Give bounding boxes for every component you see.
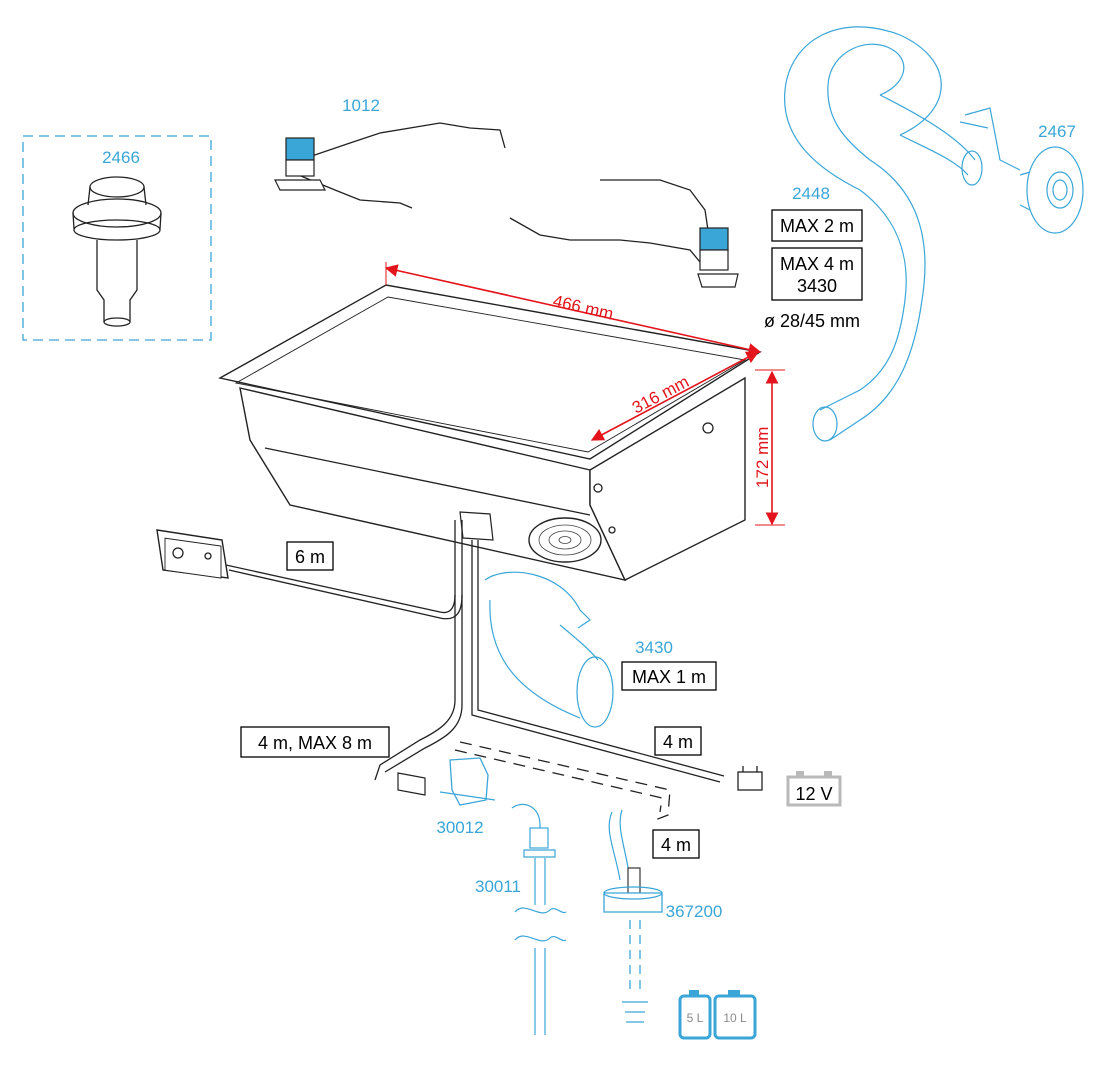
part-30011-label: 30011 <box>475 877 521 896</box>
max-4m-part-label: 3430 <box>797 276 837 296</box>
hose-4m-label: 4 m <box>661 835 691 855</box>
pipe-diameter-label: ø 28/45 mm <box>764 311 860 331</box>
max-1m-label: MAX 1 m <box>632 667 706 687</box>
part-1012-label: 1012 <box>342 96 380 115</box>
hose-4m-box <box>652 829 700 859</box>
part-30012-label: 30012 <box>436 818 483 837</box>
part-2466-label: 2466 <box>102 148 140 167</box>
fuse-holder <box>737 766 763 791</box>
max-4m-box <box>771 247 863 301</box>
max-1m-box <box>621 661 717 691</box>
cable-4m-8m-label: 4 m, MAX 8 m <box>258 733 372 753</box>
battery-icon <box>786 771 842 807</box>
main-unit <box>218 284 762 581</box>
glow-plug-1012 <box>274 122 506 209</box>
cable-harness <box>225 520 725 823</box>
exhaust-through-hull-2467 <box>959 107 1084 234</box>
wire-4m-box <box>654 726 702 756</box>
fuel-tank-10l-icon <box>713 990 757 1040</box>
height-dimension-label: 172 mm <box>753 427 772 488</box>
part-2467-label: 2467 <box>1038 122 1076 141</box>
cable-6m-box <box>286 541 334 571</box>
fuel-tank-5l-icon <box>678 990 712 1040</box>
cable-6m-label: 6 m <box>295 547 325 567</box>
tank-10l-label: 10 L <box>723 1011 747 1025</box>
control-panel <box>156 529 229 579</box>
exhaust-pipe-2448 <box>784 26 983 442</box>
max-2m-box <box>771 209 863 242</box>
part-3430-label: 3430 <box>635 638 673 657</box>
wire-4m-label: 4 m <box>663 732 693 752</box>
cable-4m-8m-box <box>240 726 390 758</box>
fuel-pump-30012 <box>397 757 496 806</box>
tank-5l-label: 5 L <box>687 1011 704 1025</box>
part-2448-label: 2448 <box>792 184 830 203</box>
glow-plug-pair <box>509 179 739 288</box>
intake-elbow-3430 <box>484 571 614 728</box>
tank-adapter-367200 <box>603 809 663 1023</box>
fuel-pickup-30011 <box>511 803 567 1035</box>
part-367200-label: 367200 <box>666 902 723 921</box>
max-2m-label: MAX 2 m <box>780 216 854 236</box>
battery-voltage-label: 12 V <box>795 784 832 804</box>
dimension-lines <box>384 262 785 526</box>
roof-vent-2466 <box>22 135 212 341</box>
max-4m-label: MAX 4 m <box>780 254 854 274</box>
